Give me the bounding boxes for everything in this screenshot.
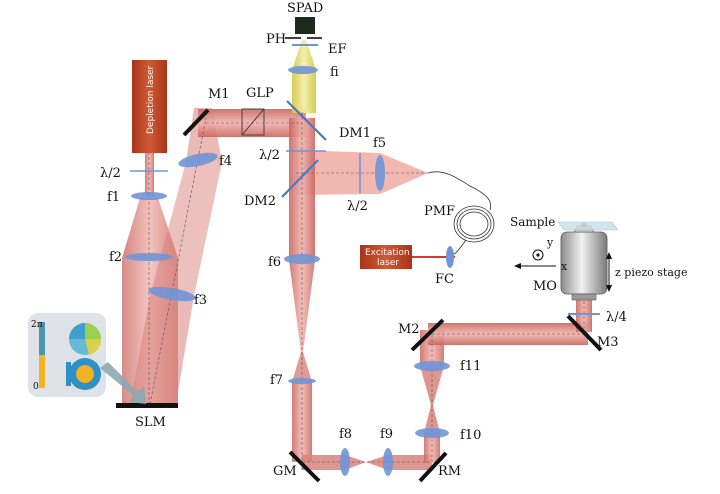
m2-label: M2 <box>398 322 420 337</box>
galvo-mirror-gm <box>288 450 321 483</box>
lens-f5 <box>375 155 385 191</box>
xy-axes-indicator <box>514 249 556 269</box>
ef-label: EF <box>328 42 347 57</box>
fiber-coupler-lens <box>446 246 454 268</box>
optical-axis-lines <box>148 112 585 470</box>
f5-label: f5 <box>373 136 386 151</box>
sample-label: Sample <box>510 215 555 229</box>
dm1-label: DM1 <box>339 126 371 141</box>
f10-label: f10 <box>460 428 481 443</box>
lambda2-a-label: λ/2 <box>259 148 280 163</box>
lambda2-c-label: λ/2 <box>347 199 368 214</box>
pmf-label: PMF <box>424 204 455 219</box>
f8-label: f8 <box>339 427 352 442</box>
rm-label: RM <box>438 464 461 479</box>
beam-laser-to-f1 <box>145 152 154 196</box>
microscope-objective <box>560 223 608 301</box>
slm-label: SLM <box>135 415 166 430</box>
inset-arrow <box>100 362 146 404</box>
sample-coverslip <box>557 221 619 231</box>
beam-f3-to-f4 <box>150 162 222 296</box>
lens-f6 <box>284 254 320 264</box>
lambda4-label: λ/4 <box>606 310 627 325</box>
x-axis-label: x <box>561 260 568 273</box>
fi-label: fi <box>330 65 339 80</box>
spad-detector <box>295 17 315 34</box>
dichroic-mirror-dm2 <box>281 159 319 198</box>
gm-label: GM <box>273 464 297 479</box>
dichroic-mirror-dm1 <box>286 100 327 141</box>
lens-f10 <box>415 428 449 438</box>
f7-label: f7 <box>270 373 283 388</box>
beam-slm-to-f3 <box>130 296 194 404</box>
f11-label: f11 <box>460 359 481 374</box>
excitation-laser-label-2: laser <box>377 258 399 268</box>
lens-fi <box>288 66 318 74</box>
lens-f1 <box>131 192 167 200</box>
slm-phase-mask-inset <box>28 313 106 397</box>
beam-f9-to-rm <box>366 455 432 470</box>
f4-label: f4 <box>219 154 232 169</box>
lens-f2 <box>125 253 173 261</box>
lens-f9 <box>383 448 393 476</box>
f6-label: f6 <box>268 255 281 270</box>
mirror-m3 <box>566 314 603 352</box>
excitation-laser: Excitation laser <box>360 245 412 269</box>
zero-label: 0 <box>33 382 39 392</box>
z-piezo-label: z piezo stage <box>615 266 687 279</box>
lens-f7 <box>288 378 316 384</box>
two-pi-label: 2π <box>31 320 43 330</box>
beam-f6-to-f7 <box>289 260 315 352</box>
glan-laser-polarizer <box>241 108 265 136</box>
excitation-laser-label-1: Excitation <box>365 248 410 258</box>
f9-label: f9 <box>380 427 393 442</box>
f1-label: f1 <box>107 190 120 205</box>
y-axis-label: y <box>546 236 554 249</box>
mirror-m1 <box>182 108 210 137</box>
mo-label: MO <box>533 279 557 294</box>
beam-gm-to-f9 <box>302 455 366 470</box>
resonant-mirror-rm <box>418 451 448 483</box>
f3-label: f3 <box>194 293 207 308</box>
depletion-laser: Depletion laser <box>132 60 167 153</box>
lens-f8 <box>340 448 350 476</box>
spad-label: SPAD <box>287 1 323 16</box>
lens-f4 <box>178 152 218 168</box>
m1-label: M1 <box>208 87 230 102</box>
ph-label: PH <box>266 32 286 47</box>
lens-f11 <box>414 361 450 371</box>
excitation-beam-f5-dm2 <box>296 150 428 195</box>
m3-label: M3 <box>597 335 619 350</box>
glp-label: GLP <box>246 86 274 101</box>
f2-label: f2 <box>109 250 122 265</box>
depletion-laser-label: Depletion laser <box>146 65 156 134</box>
dm2-label: DM2 <box>244 194 276 209</box>
spatial-light-modulator <box>116 403 178 408</box>
lens-f3 <box>148 286 196 302</box>
lambda2-b-label: λ/2 <box>100 166 121 181</box>
fc-label: FC <box>435 272 454 287</box>
beam-f1-to-f2 <box>122 198 178 258</box>
mirror-m2 <box>410 318 445 352</box>
beam-rm-to-f10 <box>424 433 440 463</box>
fluorescence-beam <box>292 40 316 113</box>
z-piezo-arrow <box>606 252 612 292</box>
